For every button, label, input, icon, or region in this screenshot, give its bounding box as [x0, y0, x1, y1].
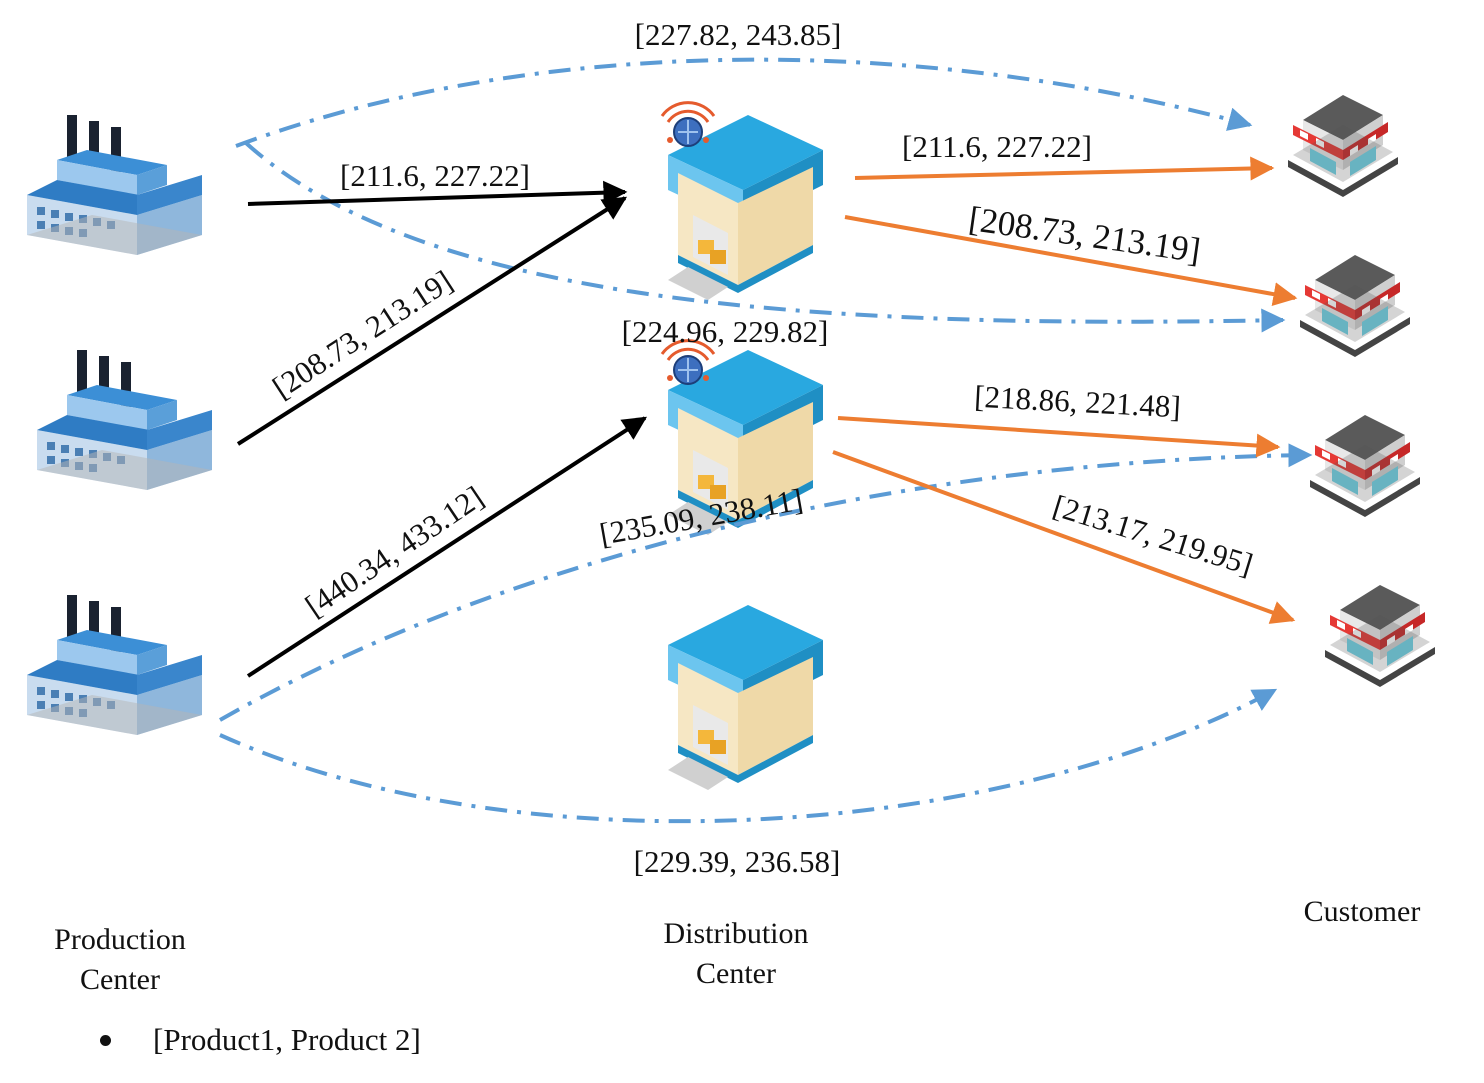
flow-pc3-c3	[219, 443, 1313, 722]
distribution-center-1-signal-icon	[660, 101, 716, 148]
flow-pc2-dc1	[236, 196, 628, 446]
legend-text: [Product1, Product 2]	[153, 1022, 421, 1057]
flow-dc1-c1	[854, 156, 1275, 181]
customer-column-title: Customer	[1262, 892, 1462, 932]
flow-label-pc3-dc2: [440.34, 433.12]	[299, 479, 490, 624]
flow-label-dc1-c1: [211.6, 227.22]	[902, 129, 1092, 164]
production-center-3-factory-icon	[27, 595, 202, 735]
flow-dc2-c3	[837, 416, 1281, 458]
flow-pc3-c4	[219, 688, 1278, 824]
flow-label-dc2-c3: [218.86, 221.48]	[973, 379, 1181, 425]
distribution-center-title-text: Distribution Center	[663, 917, 809, 990]
customer-title-text: Customer	[1303, 895, 1421, 928]
flow-dc1-c2	[844, 215, 1298, 306]
flow-pc3-dc2	[246, 416, 648, 678]
distribution-center-3-warehouse-icon	[668, 605, 823, 790]
flow-dc2-c4	[832, 450, 1296, 624]
distribution-center-column-title: Distribution Center	[636, 914, 836, 994]
customer-3-store-icon	[1310, 415, 1420, 517]
legend: [Product1, Product 2]	[100, 1022, 421, 1058]
flow-label-pc1-dc1: [211.6, 227.22]	[340, 158, 530, 193]
flow-pc1-c1	[235, 57, 1253, 148]
flow-pc1-dc1	[247, 180, 628, 206]
flow-label-pc3-c4: [229.39, 236.58]	[634, 844, 841, 879]
production-center-column-title: Production Center	[20, 920, 220, 1000]
legend-bullet	[100, 1034, 111, 1046]
flow-pc1-c2	[244, 141, 1286, 333]
production-center-1-factory-icon	[27, 115, 202, 255]
customer-1-store-icon	[1288, 95, 1398, 197]
flow-label-pc1-c1: [227.82, 243.85]	[635, 17, 842, 52]
flow-label-pc1-c2: [224.96, 229.82]	[622, 314, 829, 349]
production-center-2-factory-icon	[37, 350, 212, 490]
production-center-title-text: Production Center	[54, 923, 186, 996]
flow-label-pc2-dc1: [208.73, 213.19]	[266, 263, 458, 405]
customer-4-store-icon	[1325, 585, 1435, 687]
customer-2-store-icon	[1300, 255, 1410, 357]
